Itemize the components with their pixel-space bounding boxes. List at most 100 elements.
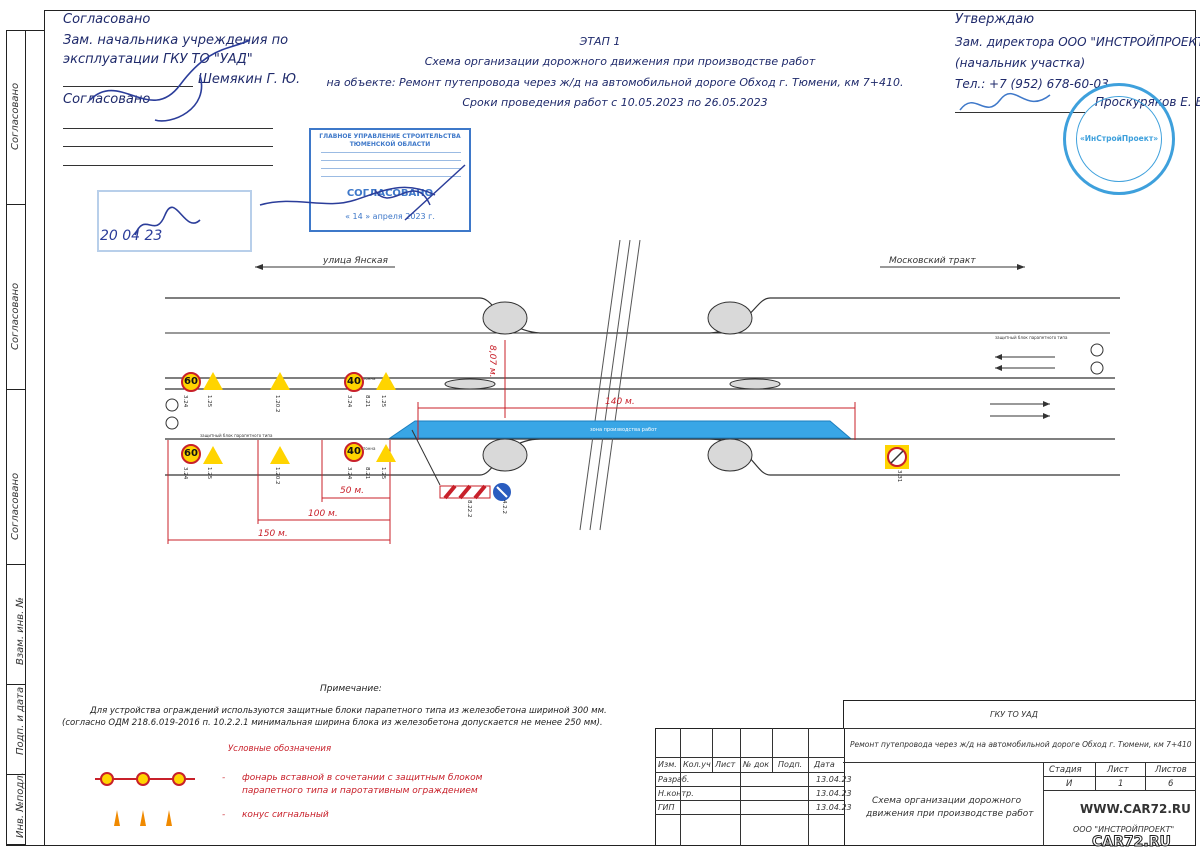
row-developer-date: 13.04.23 <box>816 775 852 784</box>
legend1-line1: фонарь вставной в сочетании с защитным б… <box>242 773 483 783</box>
sign-code-2: 1.25 <box>206 395 212 408</box>
warning-sign-5 <box>270 446 290 464</box>
signature-main <box>259 164 466 221</box>
stage-label: ЭТАП 1 <box>579 35 621 48</box>
row-normcontrol-date: 13.04.23 <box>816 789 852 798</box>
tb-sheet-val: 1 <box>1118 779 1124 789</box>
approval-left-name: Шемякин Г. Ю. <box>198 72 301 87</box>
work-dates: Сроки проведения работ с 10.05.2023 по 2… <box>462 96 768 109</box>
curb-label-top: защитный блок парапетного типа <box>995 335 1068 340</box>
approval-right-position: Зам. директора ООО "ИНСТРОЙПРОЕКТ" <box>955 35 1200 49</box>
dim-140: 140 м. <box>605 397 635 407</box>
tb-stage-head: Стадия <box>1049 765 1082 775</box>
stamp-org-line1: ГЛАВНОЕ УПРАВЛЕНИЕ СТРОИТЕЛЬСТВА <box>319 133 461 140</box>
speed-limit-sign-3: 60 <box>181 444 201 464</box>
col-izm: Изм. <box>658 760 677 769</box>
side-label-4: Взам. инв. № <box>15 597 26 665</box>
cone-legend-icon <box>114 810 172 826</box>
legend2-dash: - <box>222 810 226 820</box>
road-scheme <box>165 240 1120 544</box>
watermark-top: WWW.CAR72.RU <box>1080 802 1191 816</box>
speed-limit-sign-4: 40 <box>344 442 364 462</box>
speed-limit-sign-1: 60 <box>181 372 201 392</box>
side-label-6: Инв. №подл. <box>15 772 26 838</box>
dim-100: 100 м. <box>308 509 338 519</box>
sign-code-5: 8.21 <box>364 395 370 408</box>
tb-drawing-name-2: движения при производстве работ <box>866 809 1034 819</box>
tb-sheet-head: Лист <box>1107 765 1129 775</box>
object-title: на объекте: Ремонт путепровода через ж/д… <box>326 76 904 89</box>
sign-code-4: 3.24 <box>346 395 352 408</box>
col-podp: Подп. <box>778 760 803 769</box>
col-list: Лист <box>715 760 736 769</box>
page-title: Схема организации дорожного движения при… <box>424 55 816 68</box>
tb-stage-val: И <box>1066 779 1073 789</box>
street-left: улица Янская <box>323 256 388 266</box>
watermark-bottom: CAR72.RU <box>1092 834 1172 851</box>
legend-title: Условные обозначения <box>228 744 332 754</box>
sign-code-12: 1.20.2 <box>274 467 280 485</box>
col-koluch: Кол.уч <box>683 760 711 769</box>
sign-code-11: 1.25 <box>206 467 212 480</box>
dim-8: 8,07 м. <box>487 345 497 378</box>
legend1-line2: парапетного типа и паротативным огражден… <box>242 786 478 796</box>
sign-code-9: 3.31 <box>896 470 902 483</box>
row-chief-date: 13.04.23 <box>816 803 852 812</box>
side-label-1: Согласовано <box>10 82 21 150</box>
sign-code-8: 4.2.2 <box>501 500 507 514</box>
legend1-dash: - <box>222 773 226 783</box>
sign-code-14: 8.21 <box>364 467 370 480</box>
sign-code-15: 1.25 <box>380 467 386 480</box>
sign-code-1: 3.24 <box>182 395 188 408</box>
sign-code-3: 1.20.2 <box>274 395 280 413</box>
signature-right <box>959 92 1051 111</box>
side-label-3: Согласовано <box>10 472 21 540</box>
tb-company: ООО "ИНСТРОЙПРОЕКТ" <box>1073 825 1175 834</box>
warning-sign-4 <box>203 446 223 464</box>
warning-sign-1 <box>203 372 223 390</box>
tb-sheets-val: 6 <box>1168 779 1174 789</box>
sign-code-10: 3.24 <box>182 467 188 480</box>
warning-sign-6 <box>376 444 396 462</box>
speed-limit-sign-2: 40 <box>344 372 364 392</box>
col-date: Дата <box>814 760 835 769</box>
notes-line2: (согласно ОДМ 218.6.019-2016 п. 10.2.2.1… <box>62 718 603 728</box>
stamp-agreed-label: СОГЛАСОВАНО <box>346 188 434 199</box>
street-right: Московский тракт <box>889 256 976 266</box>
sign-code-6: 1.25 <box>380 395 386 408</box>
dim-150: 150 м. <box>258 529 288 539</box>
tb-sheets-head: Листов <box>1155 765 1187 775</box>
curb-label-bottom: защитный блок парапетного типа <box>200 433 273 438</box>
stamp-org-line2: ТЮМЕНСКОЙ ОБЛАСТИ <box>349 141 431 148</box>
faded-approval-stamp <box>97 190 252 252</box>
notes-line1: Для устройства ограждений используются з… <box>90 706 607 716</box>
sign-code-7: 8.22.2 <box>466 500 472 518</box>
side-cell-2 <box>6 205 26 390</box>
stamp-date: « 14 » апреля 2023 г. <box>345 212 435 221</box>
tb-project: Ремонт путепровода через ж/д на автомоби… <box>850 740 1192 749</box>
seal-text: «ИнСтройПроект» <box>1079 134 1159 143</box>
approval-left2-title: Согласовано <box>63 92 151 107</box>
legend2-text: конус сигнальный <box>242 810 329 820</box>
side-label-5: Подп. и дата <box>15 686 26 755</box>
dim-50: 50 м. <box>340 486 364 496</box>
signature-left <box>89 39 251 122</box>
row-chief: ГИП <box>658 803 675 812</box>
side-cell-5 <box>6 685 26 775</box>
warning-sign-3 <box>376 372 396 390</box>
plate-label-2: тонна <box>363 446 376 451</box>
side-cell-4 <box>6 565 26 685</box>
approval-left-position: Зам. начальника учреждения по <box>63 33 289 48</box>
plate-label-1: тонна <box>363 376 376 381</box>
notes-heading: Примечание: <box>320 684 382 694</box>
revision-table <box>655 728 845 846</box>
tb-org: ГКУ ТО УАД <box>990 710 1038 719</box>
warning-sign-2 <box>270 372 290 390</box>
sign-code-13: 3.24 <box>346 467 352 480</box>
approval-right-title: Утверждаю <box>955 12 1035 27</box>
row-normcontrol: Н.контр. <box>658 789 694 798</box>
tb-drawing-name-1: Схема организации дорожного <box>872 796 1022 806</box>
lantern-legend-icon <box>95 772 195 786</box>
main-approval-stamp: ГЛАВНОЕ УПРАВЛЕНИЕ СТРОИТЕЛЬСТВА ТЮМЕНСК… <box>309 128 471 232</box>
row-developer: Разраб. <box>658 775 690 784</box>
